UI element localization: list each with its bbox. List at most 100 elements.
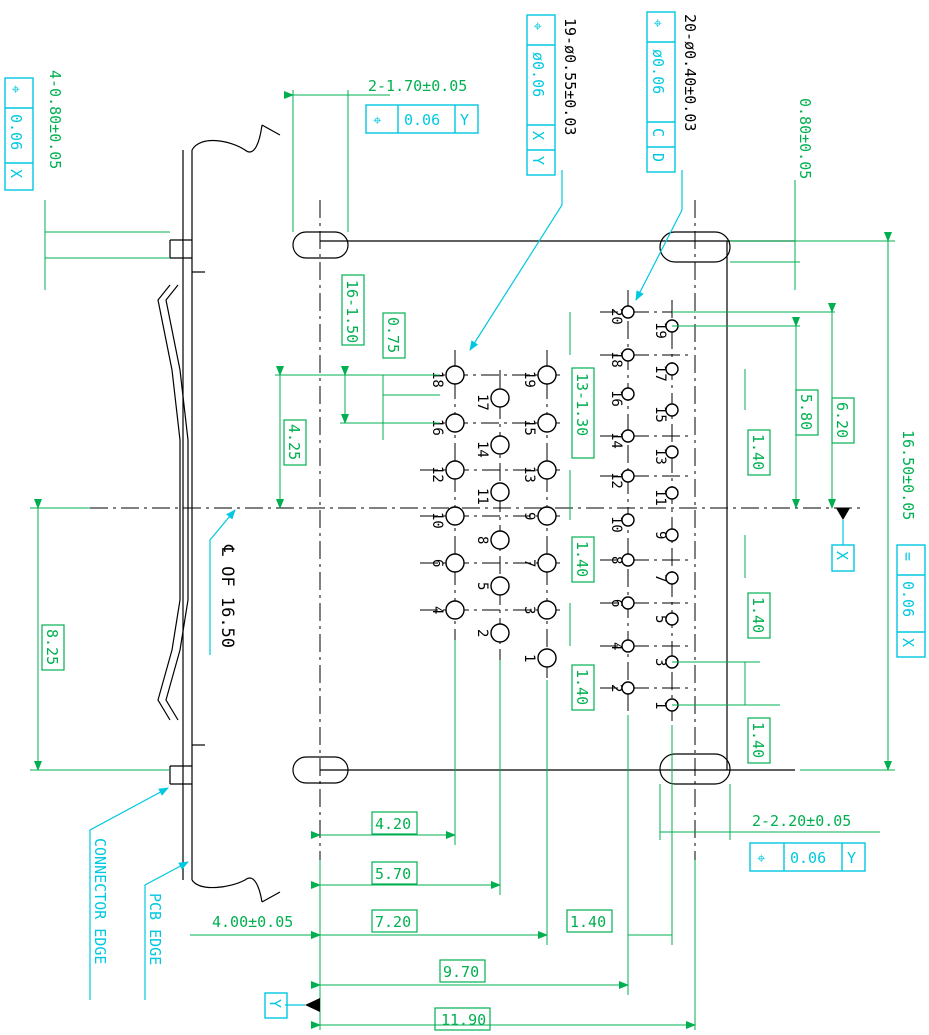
dim-11-90: 11.90 bbox=[441, 1011, 486, 1029]
callout-hole4: 4-0.80±0.05 bbox=[46, 70, 64, 169]
tolerance-frame-hole4 bbox=[4, 77, 34, 191]
dim-7-20: 7.20 bbox=[375, 913, 411, 931]
pin-number-1: 1 bbox=[652, 701, 668, 709]
pin-hole-11 bbox=[665, 486, 679, 500]
pin-number-15: 15 bbox=[652, 406, 668, 423]
pin-hole-5 bbox=[490, 576, 510, 596]
pin-number-13: 13 bbox=[652, 448, 668, 465]
pin-number-18: 18 bbox=[608, 351, 624, 368]
dim-1-40-b: 1.40 bbox=[573, 541, 591, 577]
dim-5-80: 5.80 bbox=[797, 394, 815, 430]
pin-hole-6 bbox=[621, 596, 635, 610]
dim-4-00: 4.00±0.05 bbox=[212, 913, 293, 931]
pin-number-7: 7 bbox=[652, 574, 668, 582]
pin-hole-10 bbox=[445, 506, 465, 526]
pin-hole-12 bbox=[445, 460, 465, 480]
tol-slot-top-value: 0.06 bbox=[404, 111, 440, 129]
pin-number-9: 9 bbox=[521, 512, 537, 520]
tol-symmetry-datum1: X bbox=[899, 638, 917, 647]
pin-number-14: 14 bbox=[474, 441, 490, 458]
callout-slot-top: 2-1.70±0.05 bbox=[368, 77, 467, 95]
pin-number-1: 1 bbox=[521, 654, 537, 662]
datum-y-label: Y bbox=[266, 999, 284, 1008]
tolerance-frame-slot-bottom bbox=[749, 842, 866, 872]
pin-hole-12 bbox=[621, 469, 635, 483]
outline-geometry bbox=[157, 124, 795, 903]
pin-number-6: 6 bbox=[608, 599, 624, 607]
dim-9-70: 9.70 bbox=[443, 963, 479, 981]
pin-hole-4 bbox=[445, 600, 465, 620]
pin-number-12: 12 bbox=[429, 466, 445, 483]
dim-4-25: 4.25 bbox=[285, 424, 303, 460]
dim-1-40-f: 1.40 bbox=[570, 913, 606, 931]
centerline-label: ℄ OF 16.50 bbox=[217, 544, 237, 648]
datum-x-label: X bbox=[833, 551, 851, 560]
dim-5-70: 5.70 bbox=[375, 865, 411, 883]
dim-0-75: 0.75 bbox=[384, 317, 402, 353]
tol-hole4-symbol: ⌖ bbox=[7, 85, 25, 94]
pin-number-2: 2 bbox=[474, 629, 490, 637]
tol-slot-top-symbol: ⌖ bbox=[373, 111, 382, 129]
pin-hole-3 bbox=[537, 600, 557, 620]
pin-hole-16 bbox=[445, 413, 465, 433]
pin-number-11: 11 bbox=[474, 488, 490, 505]
tolerance-frame-pin19 bbox=[526, 14, 556, 176]
pin-hole-18 bbox=[621, 348, 635, 362]
tol-pin20-value: ø0.06 bbox=[649, 49, 667, 94]
pcb-edge-label: PCB EDGE bbox=[146, 893, 164, 965]
tol-symmetry-symbol: = bbox=[899, 552, 917, 561]
pin-hole-14 bbox=[490, 435, 510, 455]
pin-hole-7 bbox=[537, 553, 557, 573]
tol-pin20-symbol: ⌖ bbox=[649, 19, 667, 28]
pin-hole-15 bbox=[665, 403, 679, 417]
pin-number-9: 9 bbox=[652, 531, 668, 539]
tol-pin20-datum1: C bbox=[649, 128, 667, 137]
pin-hole-20 bbox=[621, 305, 635, 319]
connector-edge-label: CONNECTOR EDGE bbox=[91, 838, 109, 964]
pin-hole-16 bbox=[621, 387, 635, 401]
tol-slot-top-datum1: Y bbox=[460, 111, 469, 129]
callout-slot-bottom: 2-2.20±0.05 bbox=[752, 812, 851, 830]
callout-pin20: 20-ø0.40±0.03 bbox=[681, 14, 699, 131]
pin-hole-17 bbox=[665, 362, 679, 376]
datum-x-marker: X bbox=[831, 508, 855, 572]
tolerance-frame-pin20 bbox=[646, 11, 676, 173]
tol-pin20-datum2: D bbox=[649, 153, 667, 162]
pin-number-13: 13 bbox=[521, 466, 537, 483]
pin-hole-10 bbox=[621, 513, 635, 527]
pin-hole-13 bbox=[665, 445, 679, 459]
tol-pin19-datum1: X bbox=[529, 131, 547, 140]
pin-hole-2 bbox=[490, 623, 510, 643]
pin-number-17: 17 bbox=[652, 365, 668, 382]
pin-hole-4 bbox=[621, 639, 635, 653]
pin-hole-8 bbox=[621, 553, 635, 567]
callout-pin19: 19-ø0.55±0.03 bbox=[561, 18, 579, 135]
pin-number-14: 14 bbox=[608, 432, 624, 449]
pin-hole-7 bbox=[665, 571, 679, 585]
dim-1-40-d: 1.40 bbox=[573, 669, 591, 705]
pin-hole-13 bbox=[537, 460, 557, 480]
pin-hole-5 bbox=[665, 612, 679, 626]
leader-lines bbox=[89, 170, 683, 1000]
pin-number-3: 3 bbox=[521, 606, 537, 614]
tol-slot-bottom-symbol: ⌖ bbox=[757, 849, 766, 867]
pin-number-4: 4 bbox=[608, 642, 624, 650]
pin-hole-14 bbox=[621, 429, 635, 443]
pin-hole-1 bbox=[537, 648, 557, 668]
tol-slot-bottom-datum1: Y bbox=[847, 849, 856, 867]
pin-hole-9 bbox=[537, 506, 557, 526]
pin-number-8: 8 bbox=[608, 556, 624, 564]
pin-number-19: 19 bbox=[521, 371, 537, 388]
callout-overall-height: 16.50±0.05 bbox=[899, 430, 917, 520]
dim-1-40-a: 1.40 bbox=[749, 434, 767, 470]
pin-hole-9 bbox=[665, 528, 679, 542]
tol-hole4-datum1: X bbox=[7, 169, 25, 178]
pin-number-5: 5 bbox=[474, 582, 490, 590]
pin-number-20: 20 bbox=[608, 308, 624, 325]
pin-number-16: 16 bbox=[429, 419, 445, 436]
dimension-lines bbox=[30, 90, 895, 1030]
pin-hole-2 bbox=[621, 681, 635, 695]
pin-number-16: 16 bbox=[608, 390, 624, 407]
pin-number-15: 15 bbox=[521, 419, 537, 436]
